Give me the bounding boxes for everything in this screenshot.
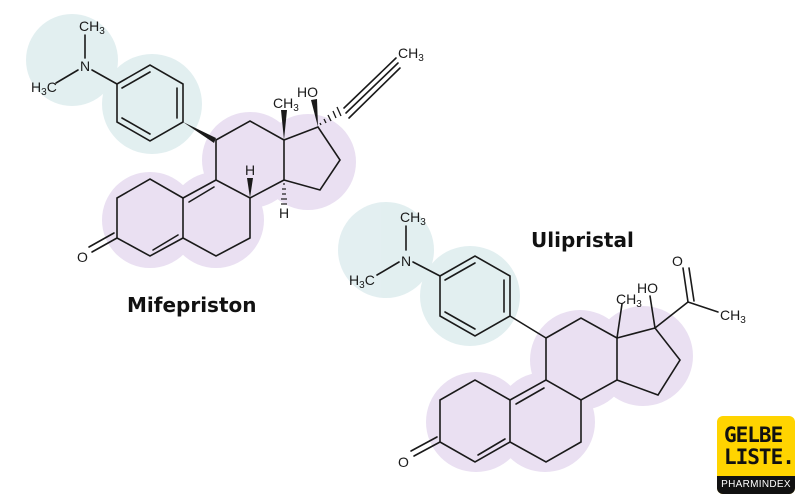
atom-c13-ch3: CH3 [616,291,642,310]
atom-h8: H [245,162,255,178]
molecule-title-mifepristone: Mifepriston [127,293,257,317]
mifepristone-labels: N CH3 H3C CH3 HO CH3 O H H [31,18,424,265]
gelbe-liste-logo: GELBE LISTE. PHARMINDEX [717,416,795,494]
atom-propynyl-ch3: CH3 [398,45,424,64]
mifepristone-highlights [26,14,356,268]
atom-ch3-top: CH3 [400,209,426,228]
atom-ch3-top: CH3 [79,18,105,37]
atom-c13-ch3: CH3 [273,95,299,114]
purple-highlight-ring-d [593,306,693,406]
hashed-bond [281,183,287,205]
mifepristone-bonds [55,34,401,257]
logo-line-1: GELBE [724,423,783,447]
atom-n: N [401,253,411,269]
hashed-bond [319,106,342,126]
ulipristal-highlights [338,202,693,472]
atom-n: N [80,58,90,74]
atom-ketone-o: O [398,454,409,470]
teal-highlight-amine [338,202,434,298]
atom-h3c-left: H3C [31,79,57,98]
purple-highlight-ring-a [102,172,198,268]
logo-bar: PHARMINDEX [717,476,795,494]
atom-acetyl-o: O [672,253,683,269]
molecule-title-ulipristal: Ulipristal [531,228,634,252]
atom-h14: H [279,205,289,221]
teal-highlight-benzene [420,246,520,346]
atom-acetyl-ch3: CH3 [720,307,746,326]
teal-highlight-amine [26,14,118,106]
purple-highlight-ring-d [260,114,356,210]
ulipristal-bonds [376,225,719,463]
atom-oh: HO [297,84,318,100]
atom-ketone-o: O [77,249,88,265]
ulipristal-labels: N CH3 H3C CH3 HO O CH3 O [349,209,746,470]
logo-line-2: LISTE. [724,445,795,469]
atom-oh: HO [637,280,658,296]
atom-h3c-left: H3C [349,272,375,291]
